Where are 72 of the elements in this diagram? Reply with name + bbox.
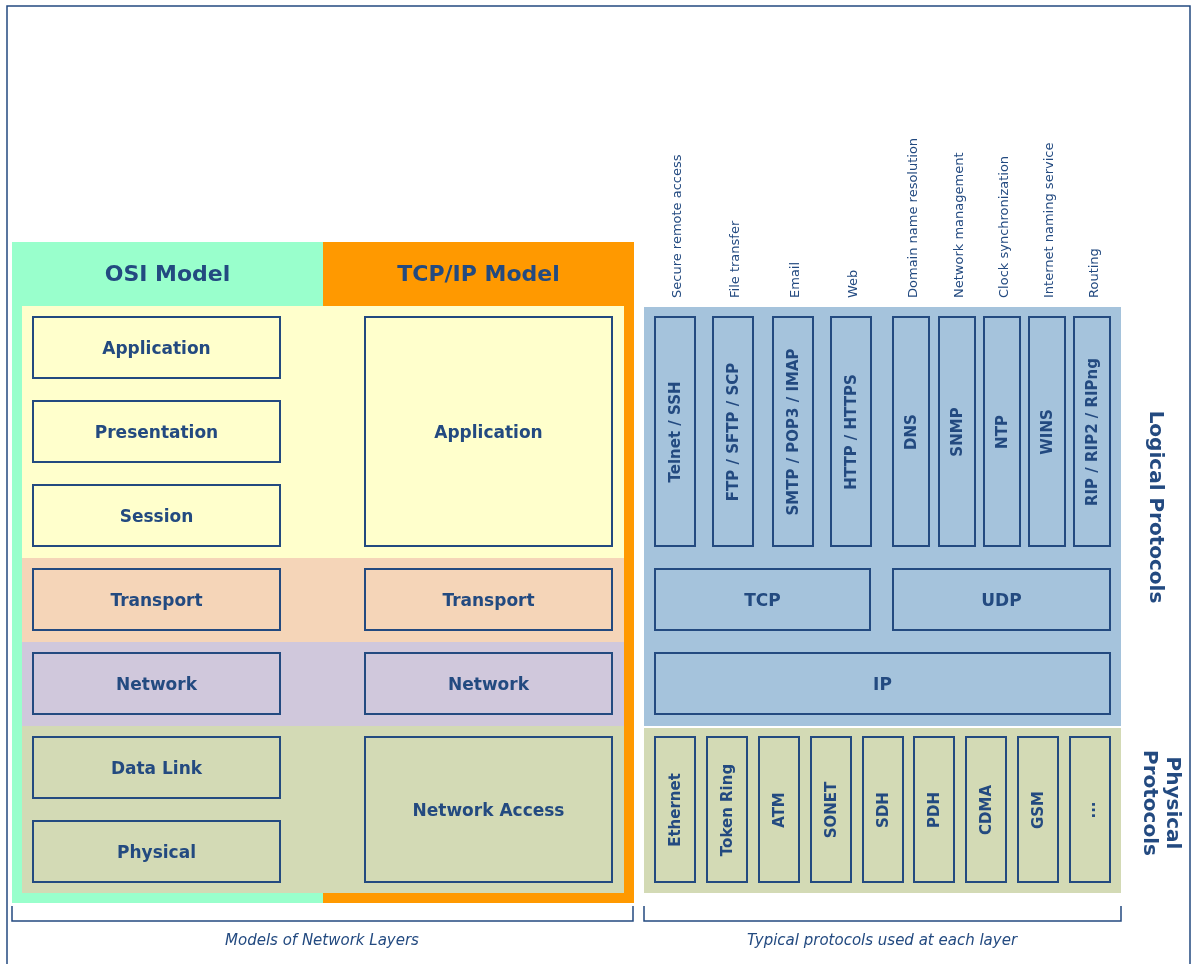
protocol-box bbox=[862, 736, 904, 883]
use-label: Clock synchronization bbox=[996, 155, 1011, 298]
box-label: Presentation bbox=[94, 421, 219, 442]
caption: Typical protocols used at each layer bbox=[746, 931, 1018, 949]
layer-box bbox=[32, 652, 281, 715]
box-label: Physical bbox=[117, 841, 196, 862]
panel-heading: Logical Protocols bbox=[1144, 410, 1168, 603]
box-label: Transport bbox=[110, 589, 203, 610]
panel-heading: OSI Model bbox=[103, 260, 232, 288]
use-label: Domain name resolution bbox=[905, 137, 920, 298]
layer-box bbox=[364, 652, 613, 715]
box-label: Ethernet bbox=[666, 772, 684, 847]
box-label: IP bbox=[873, 673, 892, 694]
box-label: Network bbox=[448, 673, 529, 694]
protocol-box bbox=[965, 736, 1007, 883]
box-label: GSM bbox=[1029, 790, 1047, 829]
box-label: Data Link bbox=[110, 757, 203, 778]
box-label: UDP bbox=[981, 589, 1022, 610]
use-label: File transfer bbox=[727, 220, 742, 298]
layer-box bbox=[32, 568, 281, 631]
box-label: Telnet / SSH bbox=[666, 381, 684, 482]
box-label: Network Access bbox=[412, 799, 565, 820]
protocol-box bbox=[654, 652, 1111, 715]
model-panel bbox=[12, 242, 323, 903]
box-label: RIP / RIP2 / RIPng bbox=[1083, 357, 1101, 506]
box-label: Application bbox=[102, 337, 211, 358]
layer-box bbox=[32, 316, 281, 379]
box-label: Session bbox=[119, 505, 194, 526]
box-label: ... bbox=[1081, 800, 1099, 819]
protocol-box bbox=[758, 736, 800, 883]
layer-box bbox=[32, 400, 281, 463]
box-label: SDH bbox=[874, 791, 892, 828]
layer-box bbox=[32, 484, 281, 547]
box-label: TCP bbox=[744, 589, 781, 610]
use-label: Routing bbox=[1086, 248, 1101, 298]
panel-heading: TCP/IP Model bbox=[396, 260, 561, 288]
protocol-box bbox=[892, 568, 1111, 631]
layer-box bbox=[364, 736, 613, 883]
box-label: FTP / SFTP / SCP bbox=[724, 362, 742, 501]
box-label: Token Ring bbox=[718, 763, 736, 856]
protocol-box bbox=[810, 736, 852, 883]
layer-box bbox=[364, 568, 613, 631]
panel-heading: Physical Protocols bbox=[1139, 749, 1185, 856]
layer-box bbox=[32, 736, 281, 799]
box-label: DNS bbox=[902, 413, 920, 450]
box-label: ATM bbox=[770, 791, 788, 828]
use-label: Secure remote access bbox=[669, 154, 684, 298]
protocol-box bbox=[706, 736, 748, 883]
box-label: Application bbox=[434, 421, 543, 442]
protocol-box bbox=[1069, 736, 1111, 883]
box-label: SMTP / POP3 / IMAP bbox=[784, 347, 802, 516]
box-label: Network bbox=[116, 673, 197, 694]
box-label: SNMP bbox=[948, 406, 966, 457]
use-label: Internet naming service bbox=[1041, 142, 1056, 298]
layer-box bbox=[364, 316, 613, 547]
box-label: CDMA bbox=[977, 784, 995, 835]
box-label: HTTP / HTTPS bbox=[842, 373, 860, 490]
box-label: PDH bbox=[925, 791, 943, 828]
use-label: Email bbox=[787, 261, 802, 298]
protocol-box bbox=[654, 736, 696, 883]
caption: Models of Network Layers bbox=[225, 931, 419, 949]
protocol-box bbox=[1017, 736, 1059, 883]
box-label: WINS bbox=[1038, 408, 1056, 455]
box-label: Transport bbox=[442, 589, 535, 610]
box-label: NTP bbox=[993, 414, 1011, 449]
layer-box bbox=[32, 820, 281, 883]
use-label: Network management bbox=[951, 152, 966, 298]
protocol-box bbox=[913, 736, 955, 883]
model-panel bbox=[323, 242, 634, 903]
box-label: SONET bbox=[822, 781, 840, 838]
use-label: Web bbox=[845, 269, 860, 298]
protocol-box bbox=[654, 568, 871, 631]
